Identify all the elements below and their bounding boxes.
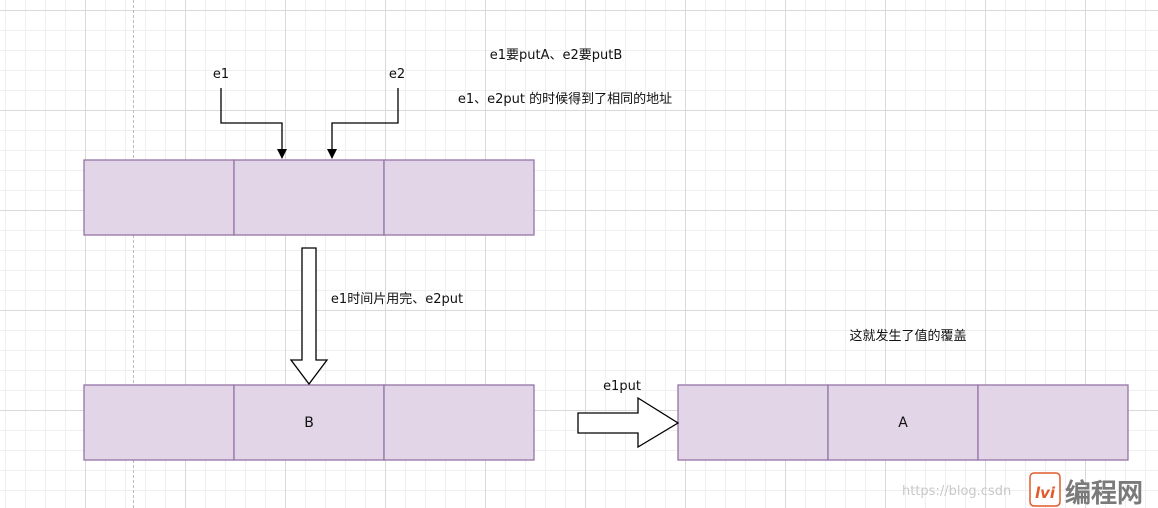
- watermark-logo-glyph: lvi: [1035, 484, 1056, 502]
- dashed-guide-line: [133, 0, 134, 508]
- down-block-arrow: [289, 247, 329, 386]
- array-top-cell-1: [233, 159, 385, 236]
- note-address-label: e1、e2put 的时候得到了相同的地址: [458, 91, 672, 107]
- note-put-label: e1要putA、e2要putB: [490, 48, 623, 63]
- note-timeslice-label: e1时间片用完、e2put: [331, 292, 463, 307]
- array-top-cell-2: [383, 159, 535, 236]
- right-block-arrow: [577, 396, 680, 449]
- watermark-brand: 编程网: [1065, 478, 1143, 508]
- watermark-logo-icon: [1029, 472, 1061, 507]
- e1put-label: e1put: [603, 379, 641, 394]
- array-bottom-left-cell-0: [83, 384, 235, 461]
- array-bottom-right: A: [677, 384, 1129, 461]
- watermark-url: https://blog.csdn: [902, 484, 1011, 499]
- array-bottom-right-cell-0: [677, 384, 829, 461]
- watermark: https://blog.csdn lvi 编程网: [902, 472, 1143, 508]
- array-bottom-left-cell-1: [233, 384, 385, 461]
- array-bottom-right-cell-1: [827, 384, 979, 461]
- array-bottom-left-cell-1-text: B: [304, 415, 314, 431]
- array-bottom-right-cell-1-text: A: [898, 415, 908, 431]
- e1-pointer-arrow: [220, 88, 287, 159]
- array-bottom-left: B: [83, 384, 535, 461]
- array-top: [83, 159, 535, 236]
- array-top-cell-0: [83, 159, 235, 236]
- e1-label: e1: [213, 67, 229, 82]
- e2-label: e2: [389, 67, 405, 82]
- e2-pointer-arrow: [327, 88, 399, 159]
- note-overwrite-label: 这就发生了值的覆盖: [849, 328, 966, 344]
- array-bottom-left-cell-2: [383, 384, 535, 461]
- array-bottom-right-cell-2: [977, 384, 1129, 461]
